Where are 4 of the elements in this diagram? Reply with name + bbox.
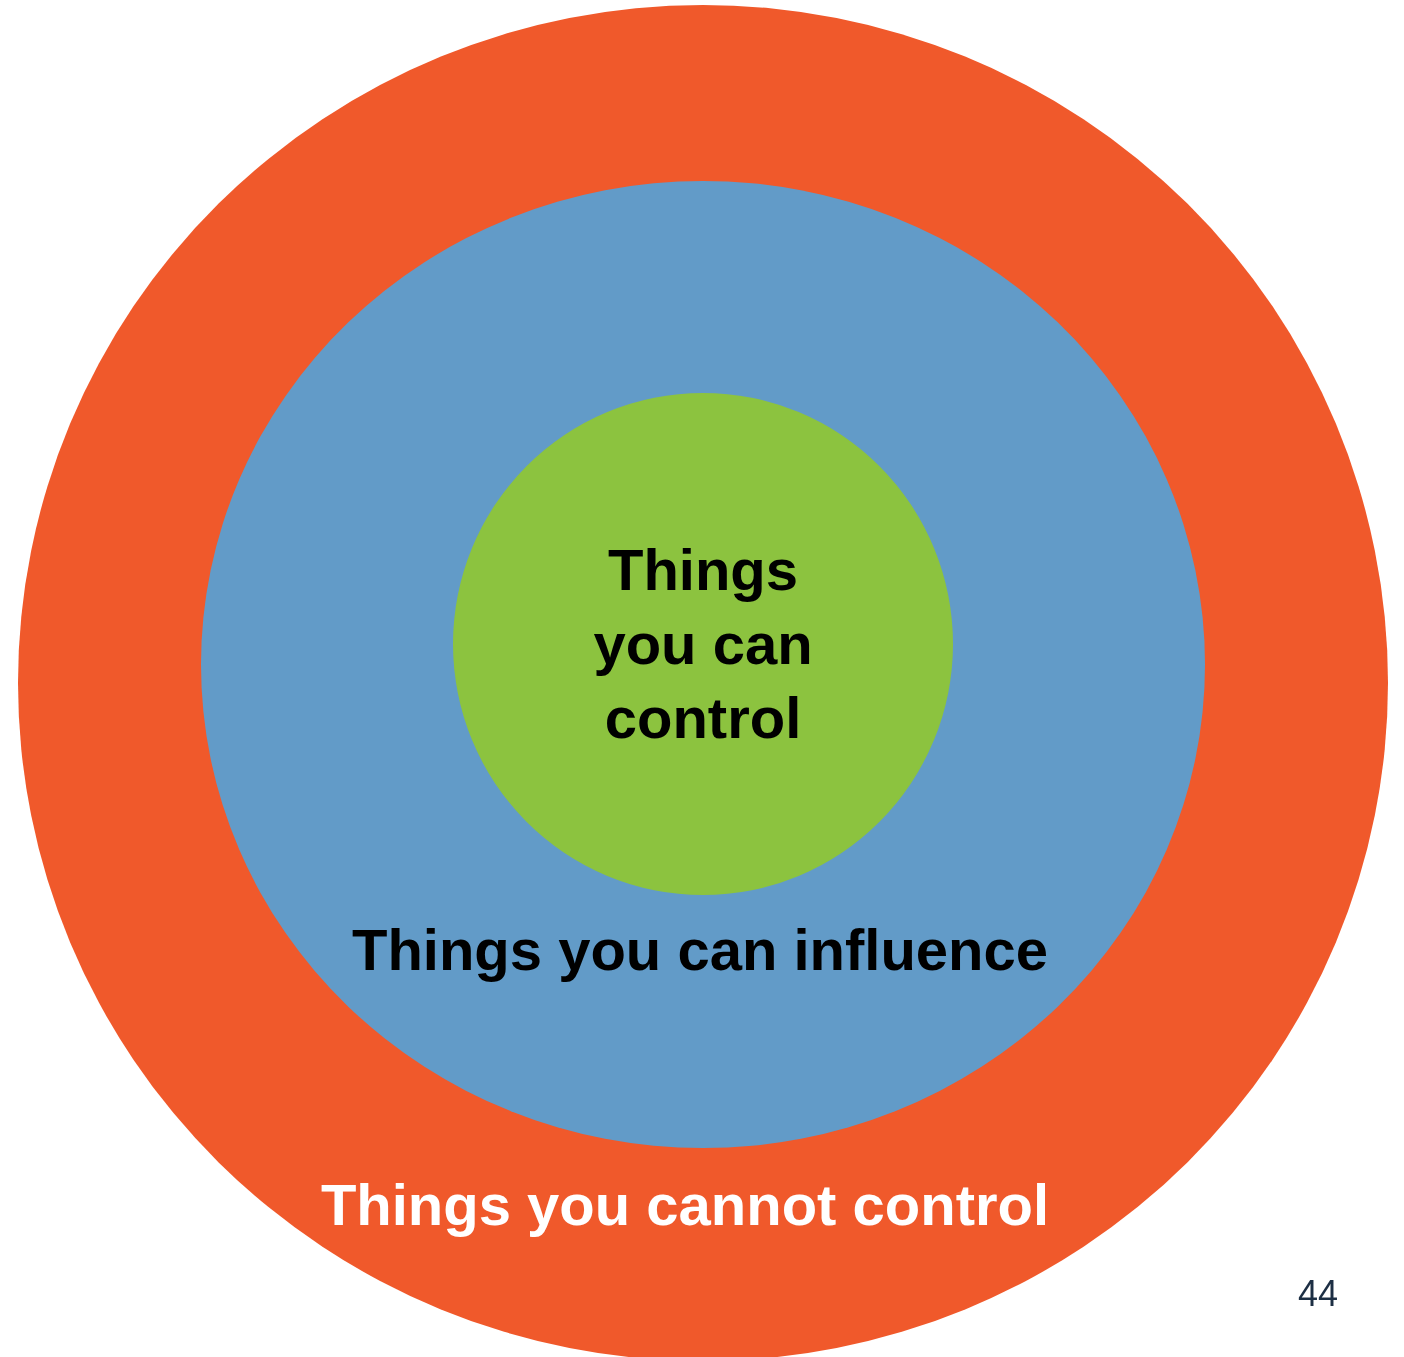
ring-label: Things you cannot control	[319, 1171, 1051, 1239]
ring-label: Things you can control	[592, 536, 814, 752]
page-number: 44	[1298, 1273, 1339, 1315]
ring-label: Things you can influence	[350, 916, 1050, 984]
